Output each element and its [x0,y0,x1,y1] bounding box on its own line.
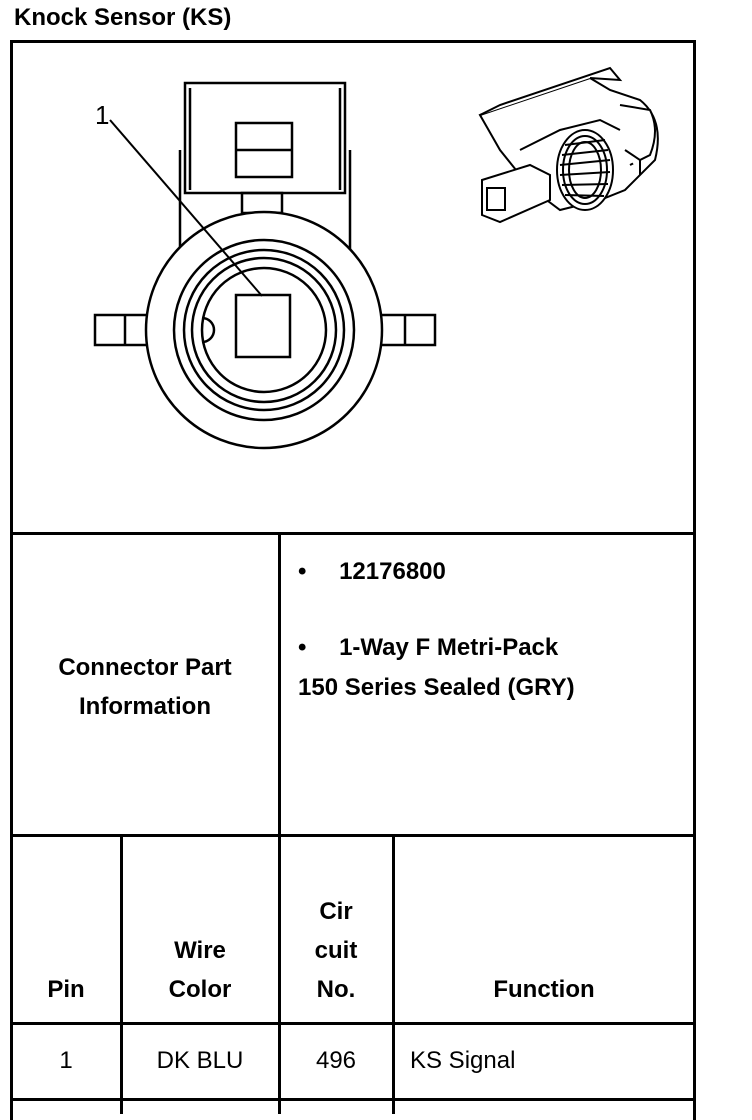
divider [10,834,696,837]
connector-type: 1-Way F Metri-Pack [339,634,559,661]
connector-info-label-line2: Information [79,693,211,720]
bullet: • [298,634,307,661]
callout-label: 1 [95,100,109,130]
row-circuit: 496 [315,1047,357,1074]
divider [392,834,395,1114]
connector-diagram: 1 [93,66,659,450]
divider [278,834,281,1114]
header-circuit-line1: Cir [319,898,353,925]
connector-series: 150 Series Sealed (GRY) [298,674,575,701]
part-number: 12176800 [339,558,446,585]
connector-info-label-line1: Connector Part [58,654,232,681]
row-pin: 1 [59,1047,73,1074]
header-function: Function [493,976,595,1003]
connector-info-label: Connector Part Information [13,648,277,726]
header-pin: Pin [47,976,85,1003]
divider [10,1022,696,1025]
part-number-item: • 12176800 [298,552,446,591]
header-wire-color-line2: Color [168,976,232,1003]
row-function: KS Signal [410,1047,516,1074]
callout-line [109,119,263,297]
divider [120,834,123,1114]
terminal-cavity [234,293,292,359]
row-wire-color: DK BLU [156,1047,244,1074]
bullet: • [298,558,307,585]
divider [10,1098,696,1101]
divider [10,532,696,535]
connector-table-frame [10,40,696,1120]
header-circuit-line3: No. [316,976,356,1003]
header-wire-color-line1: Wire [174,937,226,964]
divider [278,532,281,837]
header-circuit-no: Cir cuit No. [281,892,391,1009]
header-wire-color: Wire Color [123,931,277,1009]
header-circuit-line2: cuit [314,937,358,964]
page-title: Knock Sensor (KS) [14,4,232,31]
connector-3d-view [478,66,659,224]
connector-type-item: • 1-Way F Metri-Pack [298,628,558,667]
